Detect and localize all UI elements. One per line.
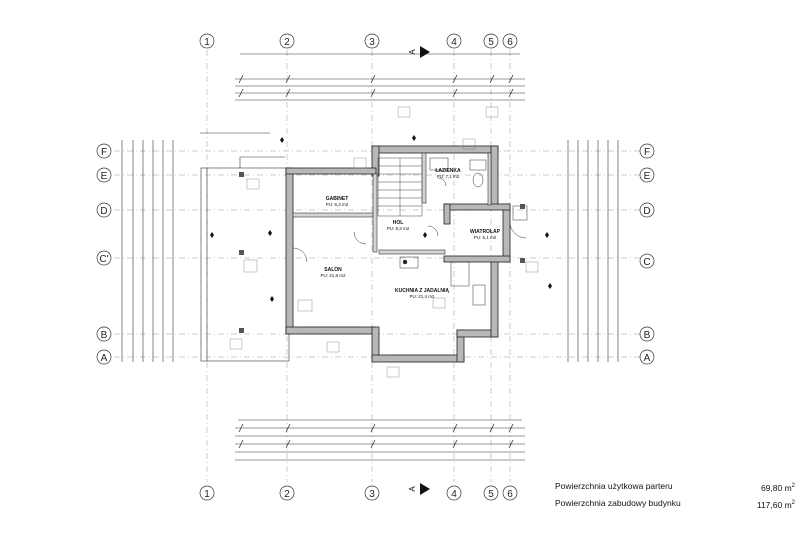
summary-label: Powierzchnia użytkowa parteru: [555, 481, 673, 491]
axis-bubble: [279, 485, 295, 501]
fixtures: [399, 157, 528, 306]
staircase: [377, 157, 423, 217]
room-area: PU: 5,1 m2: [474, 235, 497, 240]
doors-windows: [292, 177, 527, 363]
summary-value: 69,80 m2: [761, 478, 795, 495]
axis-bubble: [446, 33, 462, 49]
column-label: 5: [488, 489, 494, 500]
column-label: 3: [369, 37, 375, 48]
row-label: C: [643, 257, 650, 268]
axis-bubble: [639, 349, 655, 365]
row-label: A: [101, 353, 108, 364]
dimension-lines-sides: [121, 140, 619, 362]
axis-bubble: [96, 349, 112, 365]
axis-bubble: [639, 253, 655, 269]
summary-row-built-area: Powierzchnia zabudowy budynku 117,60 m2: [555, 495, 795, 512]
section-marker-top: A: [408, 46, 430, 58]
axis-bubble: [446, 485, 462, 501]
column-label: 1: [204, 489, 210, 500]
section-arrow-icon: [420, 46, 430, 58]
column-label: 1: [204, 37, 210, 48]
axis-bubble: [96, 143, 112, 159]
row-label: F: [644, 147, 650, 158]
axis-grid: [114, 50, 640, 482]
column-label: 2: [284, 37, 290, 48]
level-marks: [210, 135, 552, 302]
terrace-outline: [200, 156, 290, 362]
row-label: B: [644, 330, 651, 341]
column-label: 6: [507, 37, 513, 48]
dimension-lines-top: [200, 53, 525, 134]
axis-bubble: [199, 485, 215, 501]
column-label: 6: [507, 489, 513, 500]
axis-bubble: [483, 485, 499, 501]
room-area: PU: 21,4 m2: [409, 294, 435, 299]
column-axis-bottom: 1 2 3 4 5 6: [199, 485, 518, 501]
room-name: HOL: [393, 220, 404, 226]
summary-value-number: 69,80 m: [760, 482, 792, 493]
row-axis-left: F E D C' B A: [96, 143, 112, 365]
annotation-boxes: [229, 106, 539, 378]
room-name: GABINET: [326, 196, 349, 202]
row-label: B: [101, 330, 108, 341]
section-label: A: [408, 49, 417, 55]
axis-bubble: [96, 202, 112, 218]
column-label: 4: [451, 37, 457, 48]
room-area: PU: 7,1 m2: [437, 174, 460, 179]
column-label: 5: [488, 37, 494, 48]
axis-bubble: [502, 485, 518, 501]
axis-bubble: [96, 250, 112, 266]
summary-label: Powierzchnia zabudowy budynku: [555, 498, 681, 508]
room-area: PU: 21,8 m2: [320, 273, 346, 278]
interior-walls: [292, 152, 492, 255]
room-area: PU: 8,3 m2: [387, 226, 410, 231]
room-labels: GABINET PU: 6,3 m2 ŁAZIENKA PU: 7,1 m2 H…: [320, 168, 500, 299]
summary-value-number: 117,60 m: [756, 499, 792, 510]
row-label: E: [101, 171, 108, 182]
row-label: A: [644, 353, 651, 364]
room-area: PU: 6,3 m2: [326, 202, 349, 207]
row-label: E: [644, 171, 651, 182]
section-marker-bottom: A: [408, 483, 430, 495]
dimension-lines-bottom: [235, 419, 525, 461]
section-label: A: [408, 486, 417, 492]
column-markers: [239, 172, 525, 333]
row-label: D: [100, 206, 107, 217]
axis-bubble: [502, 33, 518, 49]
column-label: 3: [369, 489, 375, 500]
axis-bubble: [639, 167, 655, 183]
walls: [285, 145, 511, 363]
room-name: SALON: [324, 267, 342, 273]
axis-bubble: [364, 485, 380, 501]
summary-unit-exponent: 2: [791, 500, 795, 506]
axis-bubble: [279, 33, 295, 49]
summary-value: 117,60 m2: [757, 495, 795, 512]
axis-bubble: [639, 143, 655, 159]
row-label: C': [99, 254, 108, 265]
column-axis-top: 1 2 3 4 5 6: [199, 33, 518, 49]
row-axis-right: F E D C B A: [639, 143, 655, 365]
axis-bubble: [96, 167, 112, 183]
row-label: F: [101, 147, 107, 158]
room-name: ŁAZIENKA: [435, 168, 461, 174]
column-label: 2: [284, 489, 290, 500]
axis-bubble: [364, 33, 380, 49]
column-label: 4: [451, 489, 457, 500]
dimension-ticks: [238, 74, 514, 449]
row-label: D: [643, 206, 650, 217]
summary-unit-exponent: 2: [791, 483, 795, 489]
section-arrow-icon: [420, 483, 430, 495]
room-name: KUCHNIA Z JADALNIĄ: [395, 288, 449, 294]
axis-bubble: [199, 33, 215, 49]
axis-bubble: [639, 326, 655, 342]
axis-bubble: [483, 33, 499, 49]
room-name: WIATROŁAP: [470, 229, 501, 235]
axis-bubble: [639, 202, 655, 218]
axis-bubble: [96, 326, 112, 342]
area-summary: Powierzchnia użytkowa parteru 69,80 m2 P…: [555, 478, 795, 512]
summary-row-usable-area: Powierzchnia użytkowa parteru 69,80 m2: [555, 478, 795, 495]
